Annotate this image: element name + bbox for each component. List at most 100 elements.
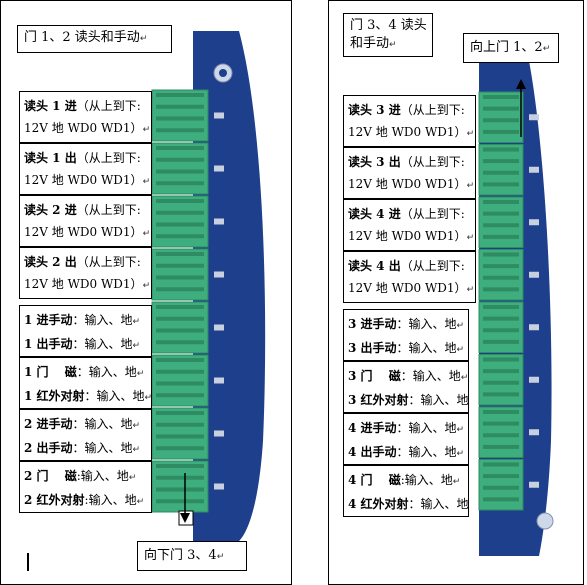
terminal-screw — [483, 392, 519, 397]
terminal-screw — [483, 211, 519, 216]
pcb-component — [529, 271, 539, 278]
mount-hole — [536, 512, 554, 530]
terminal-block — [151, 407, 209, 460]
terminal-screw — [483, 485, 519, 490]
sensor-box-4: 4 门 磁:输入、地↵ 4 红外对射：输入、地↵ — [343, 465, 469, 517]
terminal-screw — [156, 181, 204, 186]
pcb-component — [529, 376, 539, 383]
terminal-block — [478, 144, 524, 196]
right-pcb-board — [478, 61, 554, 556]
terminal-screw — [483, 170, 519, 175]
terminal-screw — [156, 93, 204, 97]
pcb-component — [214, 218, 224, 225]
terminal-screw — [156, 422, 204, 427]
terminal-screw — [156, 381, 204, 386]
pcb-component — [529, 481, 539, 488]
terminal-screw — [483, 147, 519, 152]
terminal-screw — [156, 411, 204, 415]
terminal-screw — [483, 234, 519, 239]
terminal-block — [478, 354, 524, 406]
left-arrow-label: 向下门 3、4↵ — [137, 541, 247, 571]
terminal-screw — [156, 475, 204, 480]
pcb-component — [214, 324, 224, 331]
terminal-screw — [483, 421, 519, 426]
manual-box-1: 1 进手动：输入、地↵ 1 出手动：输入、地↵ — [19, 305, 152, 357]
terminal-screw — [483, 223, 519, 228]
sensor-box-3: 3 门 磁：输入、地↵ 3 红外对射：输入、地↵ — [343, 361, 469, 413]
terminal-block — [151, 460, 209, 513]
pcb-component — [214, 271, 224, 278]
terminal-block — [478, 301, 524, 353]
right-title: 门 3、4 读头 和手动↵ — [343, 13, 433, 57]
pcb-component — [214, 112, 224, 119]
reader-box-2-out: 读头 2 出（从上到下: 12V 地 WD0 WD1）↵ — [19, 247, 152, 299]
left-pcb-board — [151, 31, 266, 541]
reader-box-3-in: 读头 3 进（从上到下: 12V 地 WD0 WD1）↵ — [343, 95, 476, 147]
reader-box-4-in: 读头 4 进（从上到下: 12V 地 WD0 WD1）↵ — [343, 199, 476, 251]
terminal-block — [151, 195, 209, 248]
terminal-screw — [483, 328, 519, 333]
right-panel: 门 3、4 读头 和手动↵ 向上门 1、2↵ 读头 3 进（从上到下: 12V … — [328, 0, 584, 585]
left-title: 门 1、2 读头和手动↵ — [17, 25, 172, 53]
left-panel: 门 1、2 读头和手动↵ 读头 1 进（从上到下: 12V 地 WD0 WD1）… — [0, 0, 292, 585]
terminal-screw — [156, 252, 204, 256]
terminal-screw — [156, 464, 204, 468]
terminal-block — [151, 142, 209, 195]
terminal-screw — [483, 462, 519, 467]
terminal-screw — [156, 487, 204, 492]
terminal-screw — [156, 328, 204, 333]
terminal-block — [151, 301, 209, 354]
terminal-screw — [483, 316, 519, 321]
terminal-screw — [483, 433, 519, 438]
terminal-screw — [156, 305, 204, 309]
manual-box-2: 2 进手动：输入、地↵ 2 出手动：输入、地↵ — [19, 409, 152, 461]
terminal-screw — [156, 434, 204, 439]
terminal-screw — [483, 410, 519, 414]
terminal-screw — [156, 116, 204, 121]
terminal-screw — [483, 252, 519, 257]
pcb-component — [529, 114, 539, 121]
terminal-screw — [483, 129, 519, 134]
terminal-screw — [483, 339, 519, 344]
terminal-screw — [156, 169, 204, 174]
manual-box-3: 3 进手动：输入、地↵ 3 出手动：输入、地↵ — [343, 309, 469, 361]
terminal-block — [478, 249, 524, 301]
reader-box-3-out: 读头 3 出（从上到下: 12V 地 WD0 WD1）↵ — [343, 147, 476, 199]
terminal-screw — [483, 200, 519, 204]
terminal-screw — [156, 210, 204, 215]
terminal-block — [478, 406, 524, 458]
terminal-screw — [156, 199, 204, 203]
terminal-screw — [483, 159, 519, 164]
reader-box-1-in: 读头 1 进（从上到下: 12V 地 WD0 WD1）↵ — [19, 91, 152, 143]
terminal-screw — [156, 275, 204, 280]
pcb-component — [529, 429, 539, 436]
pcb-component — [529, 219, 539, 226]
pcb-component — [214, 430, 224, 437]
terminal-block — [151, 248, 209, 301]
terminal-screw — [156, 316, 204, 321]
terminal-screw — [483, 357, 519, 362]
terminal-screw — [156, 369, 204, 374]
terminal-block — [478, 459, 524, 511]
terminal-screw — [483, 95, 519, 99]
pcb-component — [529, 166, 539, 173]
sensor-box-1: 1 门 磁：输入、地↵ 1 红外对射：输入、地↵ — [19, 357, 152, 409]
terminal-screw — [156, 446, 204, 451]
terminal-screw — [156, 157, 204, 162]
manual-box-4: 4 进手动：输入、地↵ 4 出手动：输入、地↵ — [343, 413, 469, 465]
terminal-block — [151, 354, 209, 407]
terminal-block — [478, 91, 524, 143]
terminal-screw — [483, 264, 519, 269]
reader-box-2-in: 读头 2 进（从上到下: 12V 地 WD0 WD1）↵ — [19, 195, 152, 247]
terminal-block — [478, 196, 524, 248]
right-arrow-label: 向上门 1、2↵ — [463, 33, 559, 63]
terminal-screw — [156, 234, 204, 239]
sensor-box-2: 2 门 磁:输入、地↵ 2 红外对射:输入、地↵ — [19, 461, 152, 513]
terminal-screw — [156, 358, 204, 362]
terminal-screw — [156, 222, 204, 227]
reader-box-1-out: 读头 1 出（从上到下: 12V 地 WD0 WD1）↵ — [19, 143, 152, 195]
terminal-screw — [156, 393, 204, 398]
terminal-screw — [483, 275, 519, 280]
terminal-screw — [483, 444, 519, 449]
terminal-screw — [156, 263, 204, 268]
